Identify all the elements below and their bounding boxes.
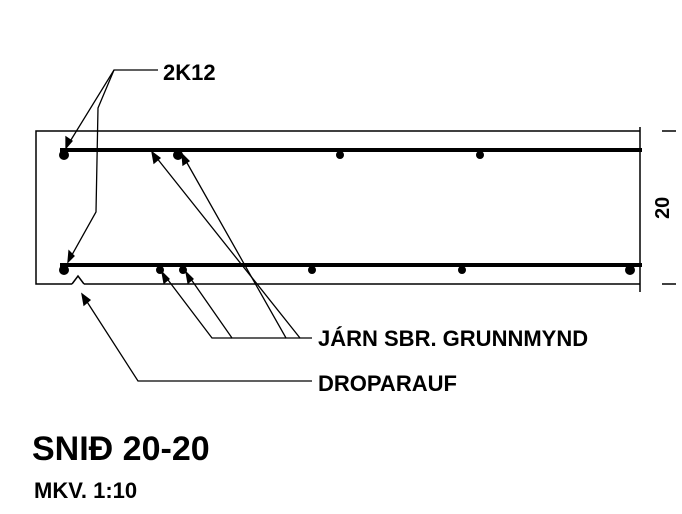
label-drip: DROPARAUF xyxy=(318,371,457,396)
rebar-dot xyxy=(173,150,183,160)
dimension-value: 20 xyxy=(652,197,674,219)
rebar-dot xyxy=(179,266,187,274)
dimension-20 xyxy=(662,130,676,285)
slab-outline xyxy=(35,130,640,285)
rebar-dot xyxy=(59,150,69,160)
scale-label: MKV. 1:10 xyxy=(34,478,137,503)
label-iron-ref: JÁRN SBR. GRUNNMYND xyxy=(318,326,588,351)
rebar-dot xyxy=(308,266,316,274)
leader-drip xyxy=(81,292,312,382)
rebar-dot xyxy=(336,151,344,159)
rebar-dot xyxy=(458,266,466,274)
rebar-dot xyxy=(59,265,69,275)
rebar-dot xyxy=(476,151,484,159)
label-2k12: 2K12 xyxy=(163,60,216,85)
drip-groove xyxy=(71,274,85,285)
leader-2k12 xyxy=(65,69,158,264)
top-bar-dots xyxy=(59,150,484,160)
bottom-bar-dots xyxy=(59,265,635,275)
leader-iron-ref xyxy=(151,150,312,339)
section-title: SNIÐ 20-20 xyxy=(32,430,210,468)
rebar-dot xyxy=(625,265,635,275)
